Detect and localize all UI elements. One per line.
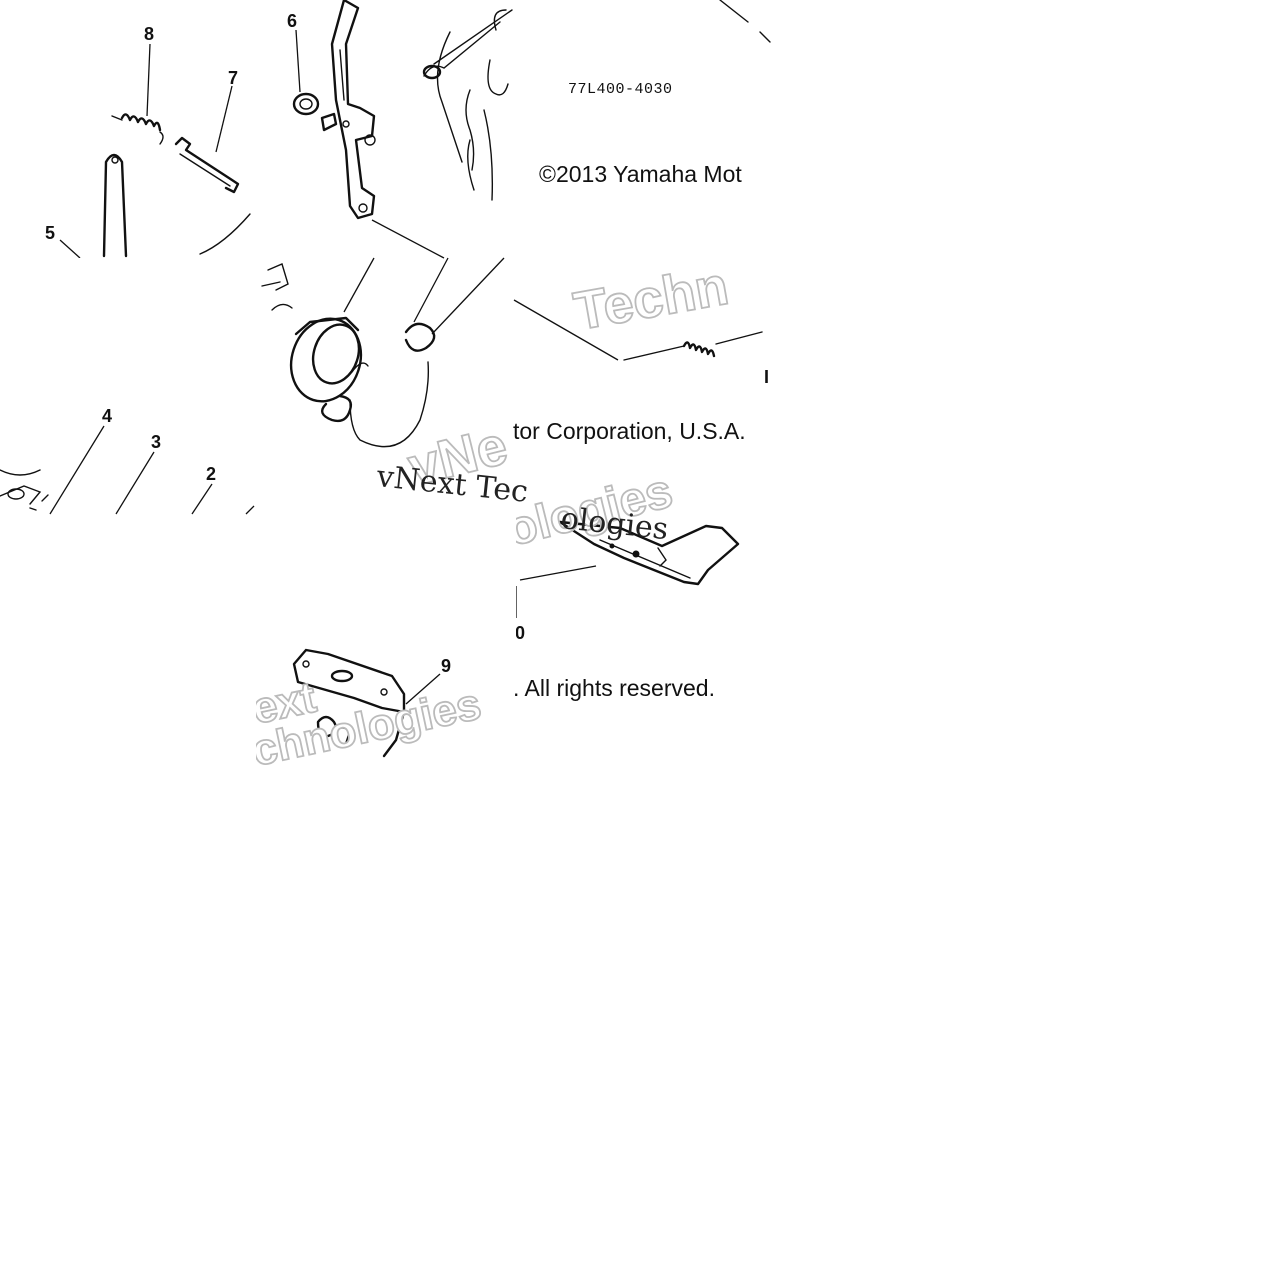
callout-8: 8 — [144, 24, 154, 44]
callout-4: 4 — [102, 406, 112, 426]
bracket-arm — [330, 0, 445, 259]
part-code: 77L400-4030 — [568, 81, 673, 98]
callout-3: 3 — [151, 432, 161, 452]
housing-sketch — [422, 0, 771, 201]
ring-with-cable — [261, 257, 505, 448]
watermark-vne: vNe — [402, 415, 513, 497]
callout-0: 0 — [515, 623, 525, 643]
copyright-line-1: ©2013 Yamaha Mot — [539, 161, 742, 187]
callout-7: 7 — [228, 68, 238, 88]
copyright-line-3: . All rights reserved. — [513, 675, 715, 701]
copyright-line-2: tor Corporation, U.S.A. — [513, 418, 746, 444]
callout-5: 5 — [45, 223, 55, 243]
callout-I: I — [764, 367, 769, 387]
right-spring — [513, 299, 763, 361]
part-6-collar — [292, 29, 338, 132]
callout-6: 6 — [287, 11, 297, 31]
callout-leaders-lower — [49, 425, 255, 515]
part-8-spring — [111, 43, 164, 145]
watermark-techn: Techn — [570, 256, 733, 342]
part-7-rod — [174, 85, 240, 194]
part-5-lever — [59, 153, 128, 259]
lower-left-sketch — [0, 213, 251, 511]
callout-2: 2 — [206, 464, 216, 484]
part-9-bracket — [292, 648, 441, 758]
callout-9: 9 — [441, 656, 451, 676]
